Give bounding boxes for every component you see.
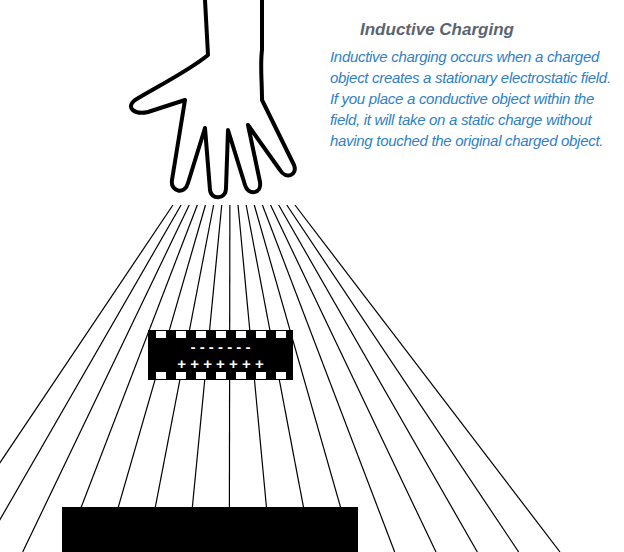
notch: [176, 372, 186, 379]
notch: [256, 372, 266, 379]
field-line: [23, 205, 190, 552]
heading: Inductive Charging: [360, 20, 514, 40]
charge-signs: + + + + + + +: [148, 356, 293, 371]
notch: [236, 331, 246, 338]
field-line: [64, 205, 197, 552]
field-line: [0, 205, 173, 552]
field-line: [246, 205, 312, 552]
field-line: [262, 205, 394, 552]
hand-outline: [131, 0, 295, 197]
field-line: [287, 205, 519, 552]
notch: [216, 372, 226, 379]
notch: [156, 331, 166, 338]
field-line: [271, 205, 436, 552]
notch: [196, 331, 206, 338]
field-lines: [0, 205, 560, 552]
notch: [236, 372, 246, 379]
note-text: Inductive charging occurs when a charged…: [330, 46, 622, 151]
notch: [176, 331, 186, 338]
notch: [276, 372, 286, 379]
base-bar: [62, 507, 358, 552]
field-line: [279, 205, 478, 552]
conductive-object: [148, 330, 293, 380]
charge-signs: - - - - - - -: [148, 339, 293, 354]
notch: [216, 331, 226, 338]
field-line: [295, 205, 560, 552]
notch: [256, 331, 266, 338]
notch: [276, 331, 286, 338]
notch: [196, 372, 206, 379]
notch: [156, 372, 166, 379]
field-line: [147, 205, 214, 552]
